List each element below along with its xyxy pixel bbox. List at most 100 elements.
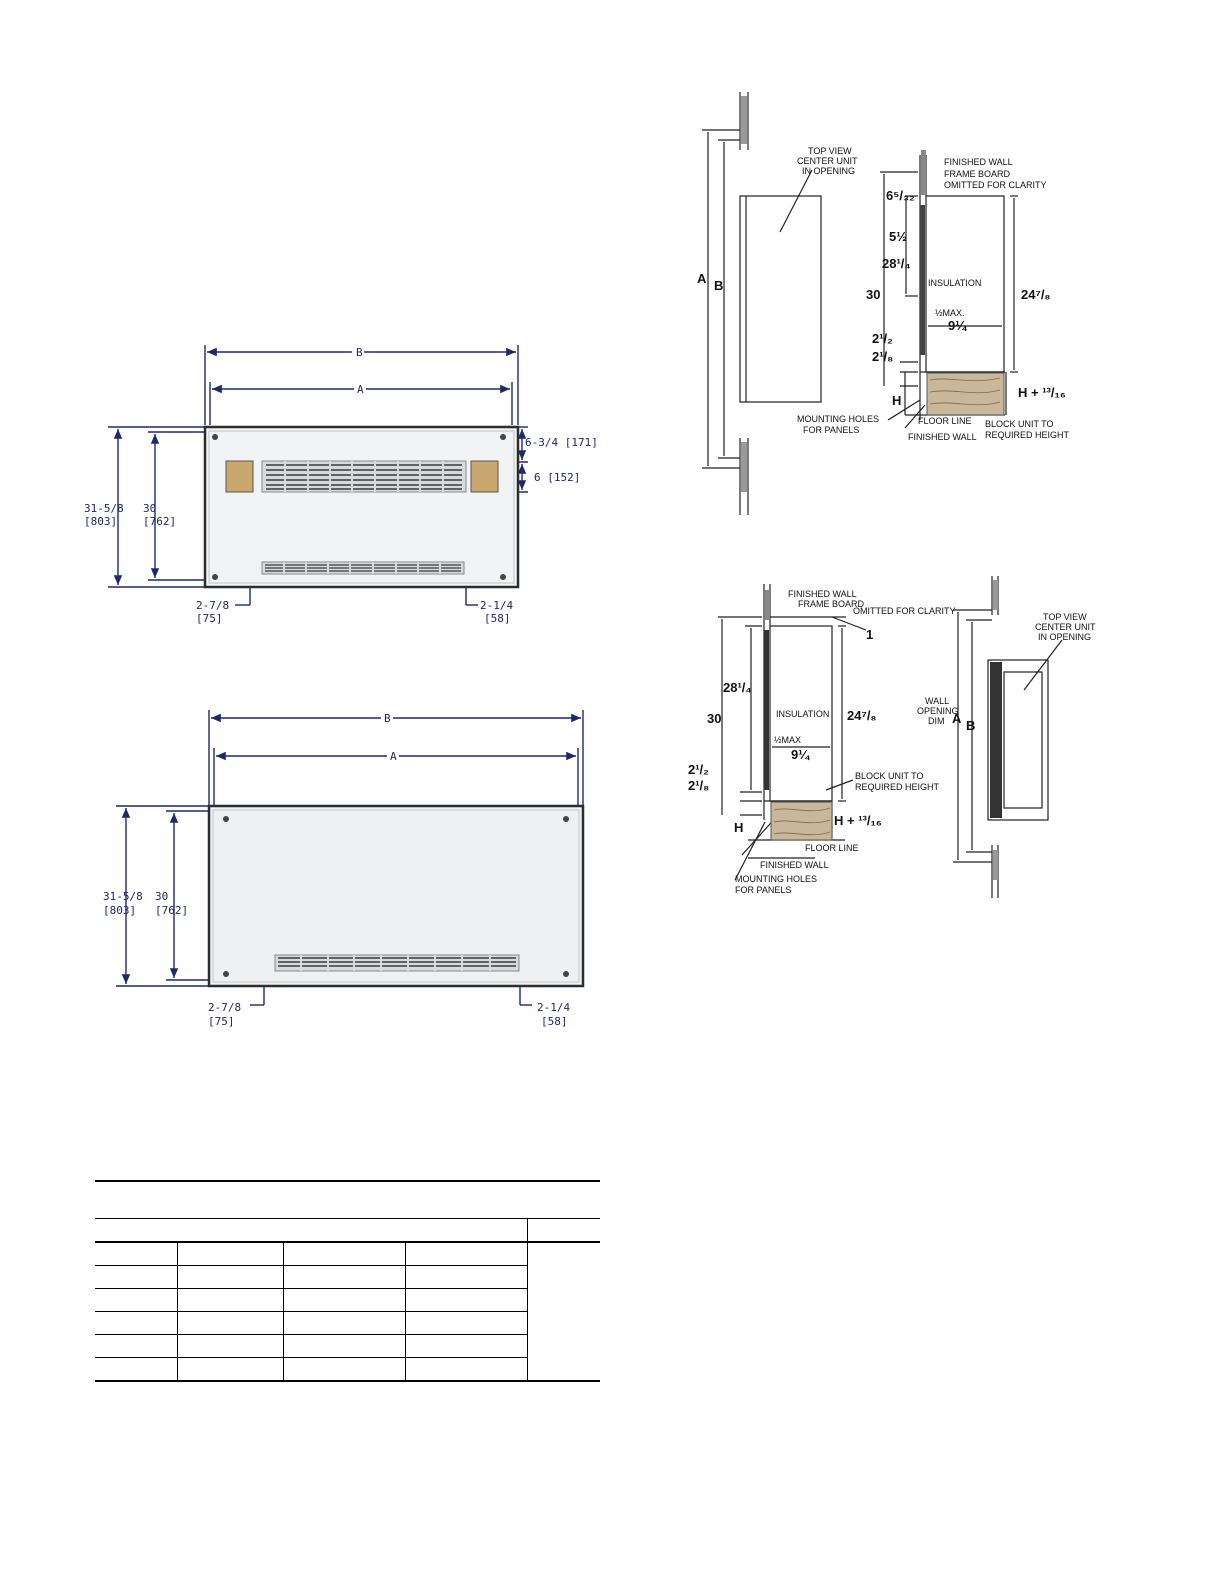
side-dim-a: A (697, 271, 707, 286)
dim-24-7-8-2: 24⁷/₈ (847, 708, 877, 723)
table-subheader-row (95, 1218, 600, 1243)
table-row (95, 1242, 600, 1382)
label-finished-wall-bottom-2: FINISHED WALL (760, 860, 829, 870)
table-header-row (95, 1180, 600, 1219)
dim-inner-height-2: 30 (155, 890, 168, 903)
table-cell (177, 1311, 284, 1335)
label-opening: OPENING (917, 706, 959, 716)
dim-h: H (892, 393, 901, 408)
dim-inner-height-mm: [762] (143, 515, 176, 528)
table-cell (95, 1334, 178, 1358)
label-in-opening: IN OPENING (802, 166, 855, 176)
table-cell (177, 1242, 284, 1266)
dim-b: B (356, 346, 363, 359)
dim-bottom-left-2: 2-7/8 (208, 1001, 241, 1014)
table-cell (527, 1218, 600, 1243)
dim-28-1-4-2: 28¹/₄ (723, 680, 752, 695)
side-view-top-diagram: A B TOP VIEW CENTER UNIT IN OPENING FINI… (697, 92, 1070, 515)
label-in-opening-2: IN OPENING (1038, 632, 1091, 642)
table-row (95, 1334, 600, 1358)
dim-28-1-4: 28¹/₄ (882, 256, 911, 271)
table-cell (405, 1357, 528, 1382)
dim-h-plus: H + ¹³/₁₆ (1018, 385, 1066, 400)
dim-side-offset: 6 [152] (534, 471, 580, 484)
table-cell (283, 1334, 406, 1358)
label-top-view-2: TOP VIEW (1043, 612, 1087, 622)
dim-h-plus-2: H + ¹³/₁₆ (834, 813, 882, 828)
dim-5-1-2: 5½ (889, 229, 907, 244)
table-cell (283, 1265, 406, 1289)
table-cell (527, 1242, 600, 1382)
dim-h-2: H (734, 820, 743, 835)
label-center-unit-2: CENTER UNIT (1035, 622, 1096, 632)
label-for-panels-2: FOR PANELS (735, 885, 791, 895)
table-cell (177, 1334, 284, 1358)
table-row (95, 1311, 600, 1335)
dim-30-2: 30 (707, 711, 721, 726)
label-finished-wall: FINISHED WALL (944, 157, 1013, 167)
dim-inner-height: 30 (143, 502, 156, 515)
label-wall: WALL (925, 696, 949, 706)
table-cell (177, 1180, 283, 1219)
table-cell (405, 1180, 600, 1219)
table-cell (405, 1265, 528, 1289)
dim-bottom-right-2: 2-1/4 (537, 1001, 570, 1014)
label-block-unit-2: BLOCK UNIT TO (855, 771, 924, 781)
table-cell (405, 1218, 528, 1243)
table-cell (405, 1311, 528, 1335)
label-mounting-holes-2: MOUNTING HOLES (735, 874, 817, 884)
label-omitted-2: OMITTED FOR CLARITY (853, 606, 956, 616)
table-cell (283, 1288, 406, 1312)
dim-overall-height: 31-5/8 (84, 502, 124, 515)
dim-bottom-right: 2-1/4 (480, 599, 513, 612)
dim-bottom-right-mm: [58] (484, 612, 511, 625)
dim-24-7-8: 24⁷/₈ (1021, 287, 1051, 302)
dim-overall-height-mm-2: [803] (103, 904, 136, 917)
dim-6-5-32: 6⁵/₃₂ (886, 188, 915, 203)
label-frame-board-2: FRAME BOARD (798, 599, 865, 609)
table-cell (177, 1357, 284, 1382)
spec-table (95, 1180, 600, 1382)
table-cell (95, 1218, 177, 1243)
label-finished-wall-2: FINISHED WALL (788, 589, 857, 599)
dim-half-max: ½MAX. (935, 308, 965, 318)
dim-bottom-left-mm: [75] (196, 612, 223, 625)
dim-a-2: A (390, 750, 397, 763)
dim-half-max-2: ½MAX (774, 735, 801, 745)
side-dim-b: B (714, 278, 723, 293)
table-cell (95, 1288, 178, 1312)
table-cell (177, 1218, 283, 1243)
label-required-height-2: REQUIRED HEIGHT (855, 782, 940, 792)
label-insulation: INSULATION (928, 278, 981, 288)
label-mounting-holes: MOUNTING HOLES (797, 414, 879, 424)
label-insulation-2: INSULATION (776, 709, 829, 719)
table-cell (283, 1242, 406, 1266)
dim-inner-height-mm-2: [762] (155, 904, 188, 917)
table-cell (405, 1288, 528, 1312)
label-frame-board: FRAME BOARD (944, 169, 1011, 179)
dim-overall-height-mm: [803] (84, 515, 117, 528)
dim-bottom-left-mm-2: [75] (208, 1015, 235, 1028)
table-cell (177, 1265, 284, 1289)
label-finished-wall-bottom: FINISHED WALL (908, 432, 977, 442)
dim-2-1-2-2: 2¹/₂ (688, 762, 709, 777)
table-row (95, 1357, 600, 1382)
dim-overall-height-2: 31-5/8 (103, 890, 143, 903)
table-cell (95, 1265, 178, 1289)
table-cell (95, 1357, 178, 1382)
table-cell (283, 1311, 406, 1335)
table-row (95, 1288, 600, 1312)
label-floor-line-2: FLOOR LINE (805, 843, 859, 853)
dim-top-offset: 6-3/4 [171] (525, 436, 598, 449)
table-cell (95, 1242, 178, 1266)
label-for-panels: FOR PANELS (803, 425, 859, 435)
dim-a: A (357, 383, 364, 396)
dim-bottom-right-mm-2: [58] (541, 1015, 568, 1028)
table-cell (283, 1357, 406, 1382)
dim-b-2: B (384, 712, 391, 725)
side-dim-b-2: B (966, 718, 975, 733)
label-block-unit: BLOCK UNIT TO (985, 419, 1054, 429)
table-cell (405, 1334, 528, 1358)
dim-9-1-4-2: 9¼ (791, 747, 810, 762)
table-cell (177, 1288, 284, 1312)
